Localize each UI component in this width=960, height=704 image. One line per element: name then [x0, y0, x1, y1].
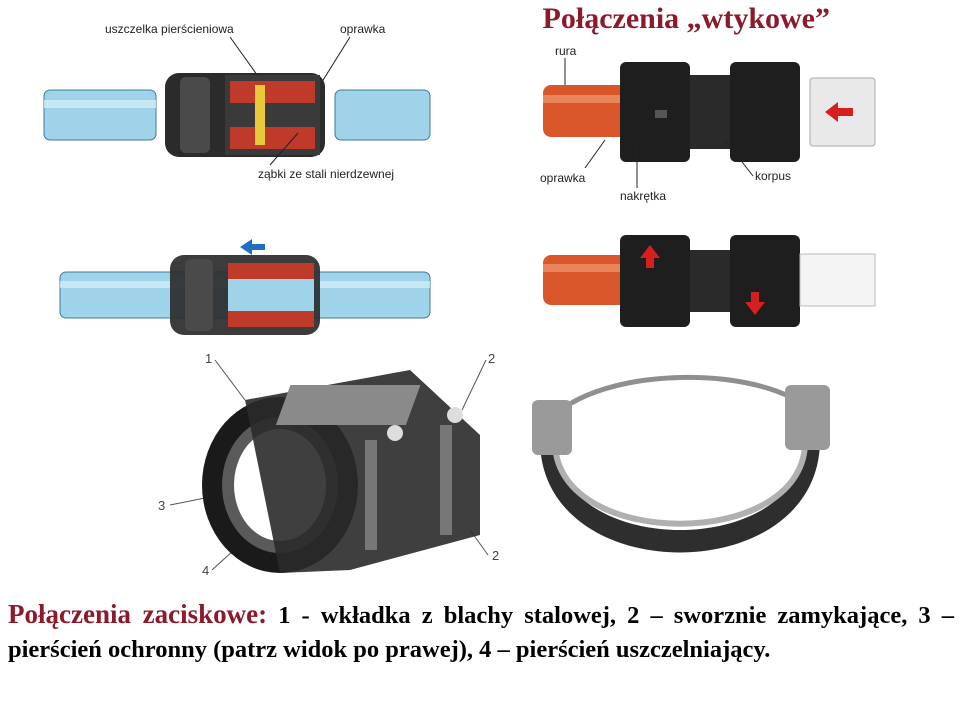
- ring-band: [540, 440, 820, 553]
- callout-2-top: 2: [488, 351, 495, 366]
- caption-heading: Połączenia zaciskowe:: [8, 599, 268, 629]
- label-body: korpus: [755, 169, 791, 183]
- insert-arrow-blue: [240, 239, 265, 255]
- callout-2-bottom: 2: [492, 548, 499, 563]
- fitting-bottom: [620, 235, 800, 327]
- arrow-up-red: [640, 245, 660, 268]
- label-nut: nakrętka: [620, 189, 666, 203]
- label-stainless-teeth: ząbki ze stali nierdzewnej: [258, 167, 394, 181]
- pipe-right: [334, 89, 431, 141]
- callout-4: 4: [202, 563, 209, 578]
- clamp-bolt-1: [365, 440, 377, 550]
- callout-1: 1: [205, 351, 212, 366]
- callout-3: 3: [158, 498, 165, 513]
- arrow-left-red: [825, 102, 853, 122]
- pushfit-section-figure: uszczelka pierścieniowa oprawka ząbki ze…: [43, 22, 431, 335]
- label-holder: oprawka: [340, 22, 386, 36]
- label-pipe: rura: [555, 44, 577, 58]
- label-holder-2: oprawka: [540, 171, 586, 185]
- arrow-down-red: [745, 292, 765, 315]
- clamp-coupling-figure: 1 2 3 2 4: [158, 351, 499, 578]
- pipe-white-end: [799, 253, 876, 307]
- label-ring-seal: uszczelka pierścieniowa: [105, 22, 234, 36]
- ring-clasp-left: [532, 400, 572, 455]
- pipe-left: [43, 89, 157, 141]
- clamp-bolt-2: [440, 425, 452, 535]
- clamp-plate: [275, 385, 421, 425]
- fitting-body: [165, 73, 325, 157]
- caption-text: 1 - wkładka z blachy stalowej, 2 – sworz…: [8, 602, 954, 663]
- ring-clasp-right: [785, 385, 830, 450]
- page-title: Połączenia „wtykowe”: [542, 2, 830, 35]
- fitting-body-inserted: [170, 255, 320, 335]
- caption: Połączenia zaciskowe: 1 - wkładka z blac…: [8, 597, 954, 667]
- copper-pushfit-figure: rura oprawka nakrętka korpus: [540, 44, 876, 327]
- protective-ring-figure: [532, 375, 830, 553]
- fitting-top: [620, 62, 800, 162]
